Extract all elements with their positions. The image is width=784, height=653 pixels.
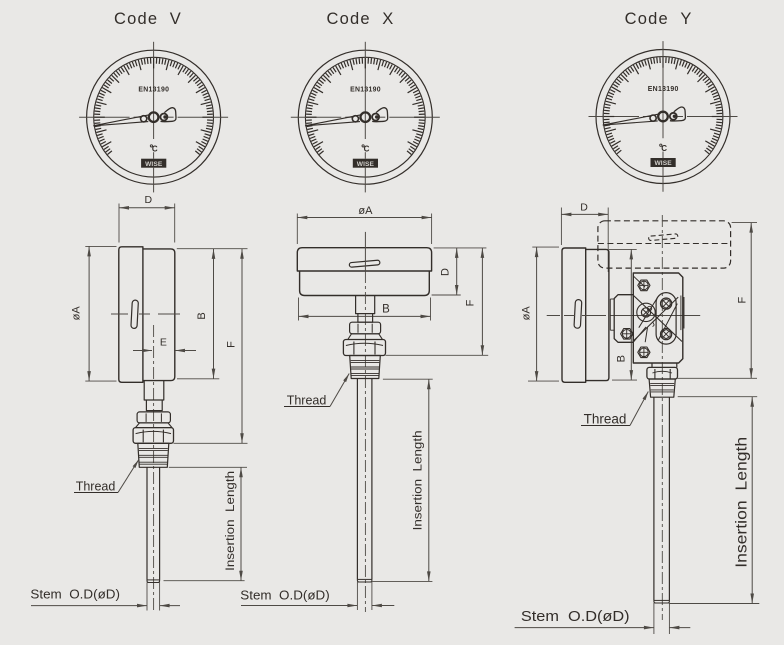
svg-text:B: B [382, 303, 390, 315]
svg-text:øA: øA [521, 306, 533, 321]
svg-text:WISE: WISE [654, 160, 672, 167]
svg-text:Code X: Code X [326, 10, 394, 28]
svg-text:Thread: Thread [287, 394, 327, 408]
svg-text:Thread: Thread [584, 412, 627, 427]
svg-text:B: B [196, 312, 208, 319]
svg-text:Insertion Length: Insertion Length [734, 437, 751, 568]
svg-text:F: F [464, 299, 476, 306]
svg-text:C: C [661, 144, 667, 153]
svg-text:F: F [225, 341, 237, 348]
svg-text:EN13190: EN13190 [350, 87, 381, 94]
svg-text:E: E [160, 336, 167, 348]
svg-text:Stem O.D(øD): Stem O.D(øD) [240, 588, 329, 603]
svg-text:øA: øA [71, 306, 83, 321]
svg-text:B: B [616, 355, 628, 362]
svg-text:Stem O.D(øD): Stem O.D(øD) [521, 608, 630, 625]
svg-text:EN13190: EN13190 [138, 87, 169, 94]
svg-text:Thread: Thread [76, 480, 116, 494]
svg-text:Code V: Code V [114, 10, 182, 28]
svg-text:F: F [736, 296, 748, 303]
svg-text:C: C [152, 145, 158, 154]
svg-text:EN13190: EN13190 [648, 86, 679, 93]
svg-text:Insertion Length: Insertion Length [413, 430, 425, 530]
svg-text:Code Y: Code Y [625, 10, 693, 28]
svg-text:øA: øA [358, 205, 373, 217]
svg-text:D: D [580, 202, 588, 214]
svg-text:Insertion Length: Insertion Length [225, 471, 237, 571]
svg-text:D: D [145, 194, 153, 206]
svg-text:C: C [364, 145, 370, 154]
svg-text:D: D [440, 268, 452, 276]
svg-text:Stem O.D(øD): Stem O.D(øD) [30, 587, 120, 602]
svg-text:WISE: WISE [357, 161, 375, 168]
svg-text:WISE: WISE [145, 161, 163, 168]
